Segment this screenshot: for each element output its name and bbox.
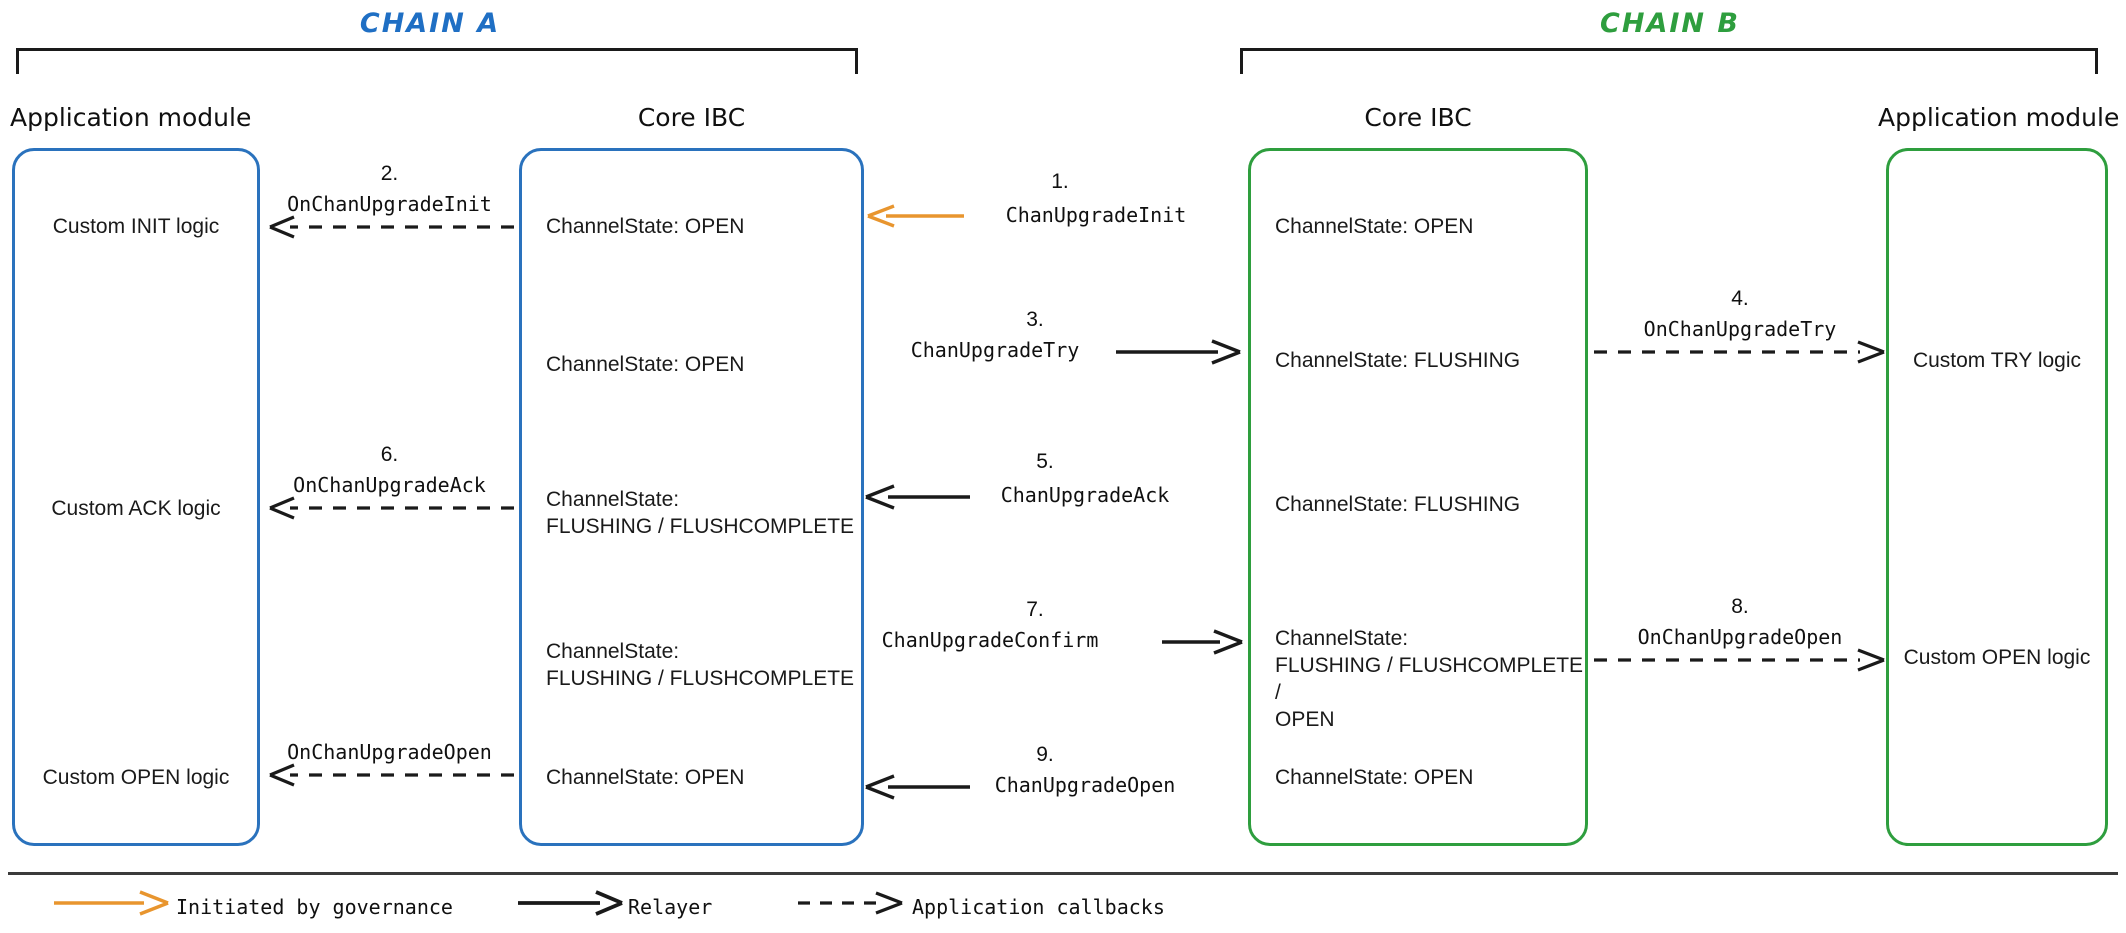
flow-3-number: 3.	[1026, 308, 1044, 331]
legend-governance-arrow-icon	[54, 890, 169, 916]
chain-a-core-row-1: ChannelState: OPEN	[546, 215, 745, 238]
chain-b-app-row-try: Custom TRY logic	[1912, 349, 2082, 372]
flow-1-arrow-governance-left	[867, 204, 964, 228]
chain-b-core-row-4: ChannelState: FLUSHING / FLUSHCOMPLETE /…	[1275, 627, 1584, 731]
chain-a-app-module-panel: Custom INIT logic Custom ACK logic Custo…	[12, 148, 260, 846]
chain-b-app-module-panel: Custom TRY logic Custom OPEN logic	[1886, 148, 2108, 846]
chain-a-core-row-2: ChannelState: OPEN	[546, 353, 745, 376]
flow-2-label: OnChanUpgradeInit	[287, 192, 492, 216]
legend-callbacks-arrow-icon	[798, 891, 903, 915]
caption-chain-b-core-ibc: Core IBC	[1364, 103, 1472, 132]
flow-7-arrow-relayer-right	[1162, 629, 1243, 655]
legend-relayer-swatch	[516, 888, 626, 922]
legend-relayer-label: Relayer	[628, 895, 713, 919]
chain-a-app-row-open: Custom OPEN logic	[42, 766, 230, 789]
chain-a-title: CHAIN A	[359, 8, 501, 39]
flow-8-number: 8.	[1731, 595, 1749, 618]
flow-4-arrow-callback-right	[1594, 340, 1885, 364]
legend-governance-swatch	[52, 888, 172, 922]
flow-4-label: OnChanUpgradeTry	[1643, 317, 1837, 341]
flow-2-number: 2.	[380, 162, 399, 185]
flow-9-label: ChanUpgradeOpen	[994, 773, 1176, 797]
flow-9-arrow-relayer-left	[865, 774, 970, 800]
flow-7-number: 7.	[1026, 598, 1044, 621]
legend-divider	[8, 872, 2118, 875]
legend-governance-label: Initiated by governance	[176, 895, 453, 919]
chain-a-core-ibc-panel: ChannelState: OPEN ChannelState: OPEN Ch…	[519, 148, 864, 846]
chain-a-app-row-ack: Custom ACK logic	[51, 497, 221, 520]
chain-b-core-row-5: ChannelState: OPEN	[1275, 766, 1474, 789]
chain-a-core-row-4: ChannelState: FLUSHING / FLUSHCOMPLETE	[546, 640, 855, 690]
flow-1-number: 1.	[1051, 170, 1069, 193]
flow-open-callback-label: OnChanUpgradeOpen	[287, 740, 492, 764]
flow-3-arrow-relayer-right	[1116, 339, 1241, 365]
flow-9-number: 9.	[1036, 743, 1054, 766]
caption-chain-a-core-ibc: Core IBC	[637, 103, 746, 132]
chain-b-bracket	[1240, 48, 2098, 74]
flow-3-label: ChanUpgradeTry	[910, 338, 1080, 362]
flow-6-arrow-callback-left	[269, 496, 514, 520]
chain-b-core-row-3: ChannelState: FLUSHING	[1275, 493, 1521, 516]
legend-relayer-arrow-icon	[518, 890, 623, 916]
flow-4-number: 4.	[1731, 287, 1749, 310]
legend-callbacks-label: Application callbacks	[912, 895, 1165, 919]
flow-5-number: 5.	[1036, 450, 1054, 473]
chain-a-bracket	[16, 48, 858, 74]
flow-5-arrow-relayer-left	[865, 484, 970, 510]
flow-8-arrow-callback-right	[1594, 648, 1885, 672]
flow-2-arrow-callback-left	[269, 215, 514, 239]
flow-5-label: ChanUpgradeAck	[1000, 483, 1170, 507]
flow-8-label: OnChanUpgradeOpen	[1637, 625, 1843, 649]
chain-b-core-row-1: ChannelState: OPEN	[1275, 215, 1474, 238]
caption-chain-a-app-module: Application module	[10, 103, 252, 132]
flow-7-label: ChanUpgradeConfirm	[881, 628, 1099, 652]
flow-1-label: ChanUpgradeInit	[1005, 203, 1187, 227]
chain-b-app-row-open: Custom OPEN logic	[1903, 646, 2091, 669]
chain-a-core-row-3: ChannelState: FLUSHING / FLUSHCOMPLETE	[546, 488, 855, 538]
chain-b-title: CHAIN B	[1600, 8, 1740, 39]
chain-b-core-ibc-panel: ChannelState: OPEN ChannelState: FLUSHIN…	[1248, 148, 1588, 846]
chain-a-core-row-5: ChannelState: OPEN	[546, 766, 745, 789]
flow-open-arrow-callback-left	[269, 763, 514, 787]
flow-6-label: OnChanUpgradeAck	[293, 473, 486, 497]
caption-chain-b-app-module: Application module	[1878, 103, 2120, 132]
legend-callbacks-swatch	[796, 888, 906, 922]
flow-6-number: 6.	[380, 443, 399, 466]
chain-a-app-row-init: Custom INIT logic	[52, 215, 220, 238]
chain-b-core-row-2: ChannelState: FLUSHING	[1275, 349, 1521, 372]
